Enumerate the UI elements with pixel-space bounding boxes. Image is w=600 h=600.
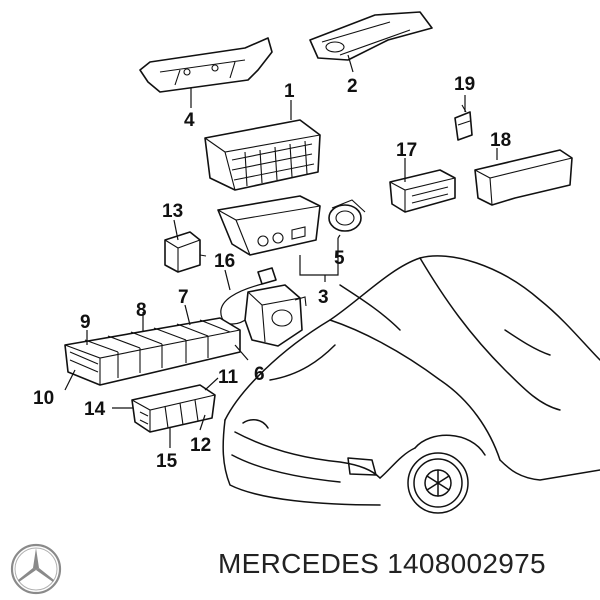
callout-12: 12: [190, 435, 211, 456]
callout-5: 5: [334, 248, 345, 269]
callout-19: 19: [454, 74, 475, 95]
part-5-grommet: [328, 199, 366, 232]
callout-2: 2: [347, 76, 358, 97]
callout-17: 17: [396, 140, 417, 161]
callout-labels: 1 2 3 4 5 6 7 8 9 10 11 12 13 14 15 16 1…: [33, 74, 511, 472]
part-1-tray: [204, 119, 321, 191]
part-3-lower-tray: [217, 195, 321, 256]
part-17-module: [389, 169, 456, 213]
parts-diagram: 1 2 3 4 5 6 7 8 9 10 11 12 13 14 15 16 1…: [33, 11, 600, 514]
callout-9: 9: [80, 312, 91, 333]
relay-strip-6-7-8-9-10: [64, 317, 241, 386]
car-outline: [222, 255, 600, 514]
callout-15: 15: [156, 451, 178, 472]
callout-18: 18: [490, 130, 511, 151]
callout-10: 10: [33, 388, 54, 409]
callout-11: 11: [218, 367, 239, 388]
leader-lines: [64, 54, 498, 448]
callout-7: 7: [178, 287, 189, 308]
relay-block-11-12-14-15: [131, 384, 216, 433]
mercedes-star-icon: [10, 543, 62, 595]
callout-14: 14: [84, 399, 106, 420]
brand-name: MERCEDES: [218, 548, 380, 579]
callout-13: 13: [162, 201, 183, 222]
part-2-cover: [309, 11, 433, 61]
part-4-bracket: [139, 37, 273, 93]
part-13-relay: [164, 231, 207, 273]
callout-6: 6: [254, 364, 265, 385]
part-number: 1408002975: [387, 548, 546, 579]
callout-1: 1: [284, 81, 295, 102]
part-19-clip: [454, 104, 473, 141]
callout-4: 4: [184, 110, 195, 131]
callout-16: 16: [214, 251, 235, 272]
part-16-module: [220, 267, 307, 347]
callout-3: 3: [318, 287, 329, 308]
callout-8: 8: [136, 300, 147, 321]
footer-caption: MERCEDES 1408002975: [218, 548, 546, 580]
part-18-housing: [474, 149, 573, 206]
